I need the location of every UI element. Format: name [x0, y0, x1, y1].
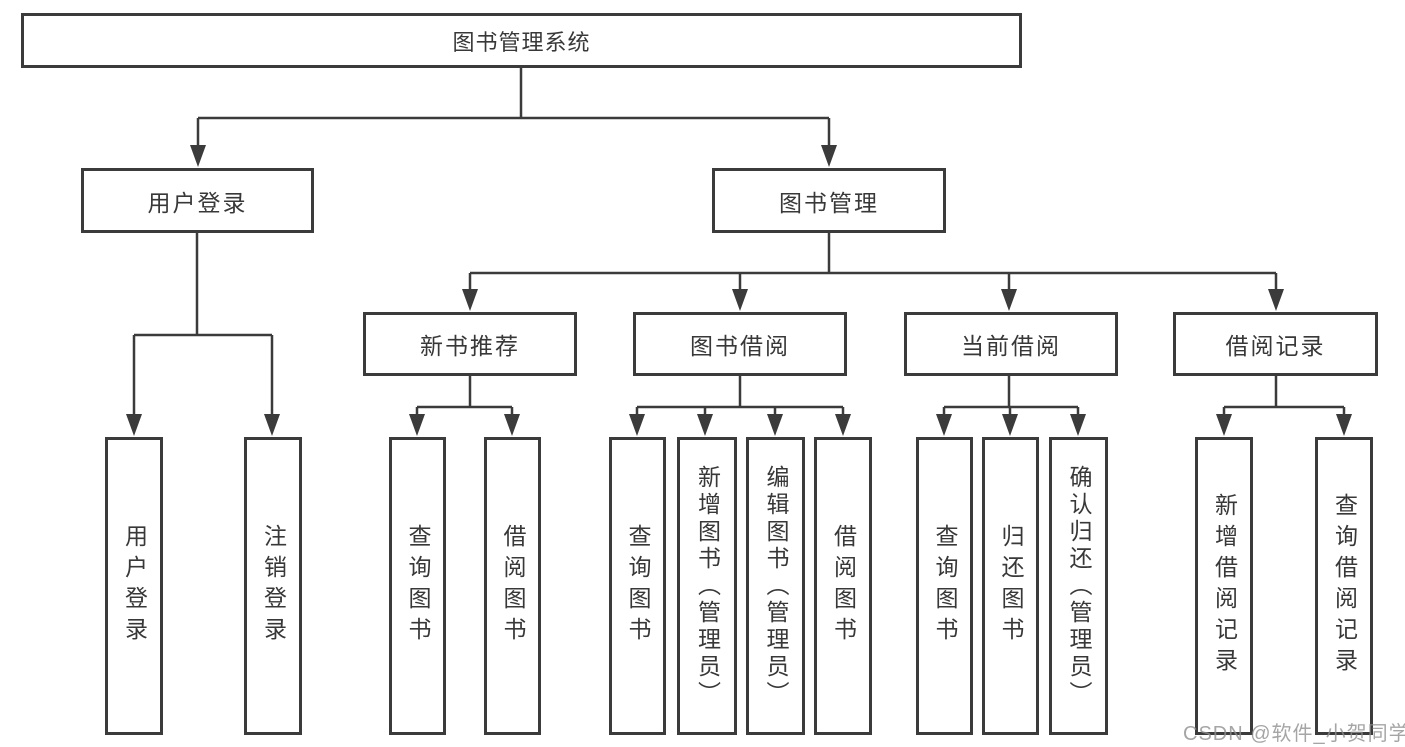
- node-borrow-records: 借阅记录: [1173, 312, 1378, 376]
- leaf-br-add-record-label: 新增借阅记录: [1211, 493, 1238, 679]
- node-new-book-recommend: 新书推荐: [363, 312, 577, 376]
- leaf-cb-query-books-label: 查询图书: [932, 524, 958, 648]
- leaf-bb-edit-books-admin: 编辑图书（管理员）: [746, 437, 805, 735]
- leaf-nbr-borrow-books: 借阅图书: [484, 437, 541, 735]
- node-book-borrow: 图书借阅: [633, 312, 847, 376]
- leaf-logout-label: 注销登录: [260, 524, 287, 648]
- leaf-cb-confirm-return-admin-label: 确认归还（管理员）: [1066, 464, 1092, 708]
- leaf-cb-confirm-return-admin: 确认归还（管理员）: [1049, 437, 1108, 735]
- node-new-book-recommend-label: 新书推荐: [420, 333, 520, 359]
- node-book-borrow-label: 图书借阅: [690, 333, 790, 359]
- node-user-login-label: 用户登录: [147, 189, 248, 216]
- leaf-nbr-query-books-label: 查询图书: [405, 524, 431, 648]
- node-book-management-label: 图书管理: [779, 189, 879, 216]
- arrowhead-icons: [126, 145, 1352, 436]
- leaf-bb-add-books-admin-label: 新增图书（管理员）: [694, 464, 721, 708]
- watermark: CSDN @软件_小贺同学: [1183, 723, 1405, 745]
- connector-path: [132, 68, 1346, 418]
- leaf-cb-query-books: 查询图书: [916, 437, 973, 735]
- leaf-br-query-record: 查询借阅记录: [1315, 437, 1373, 735]
- node-current-borrow: 当前借阅: [904, 312, 1118, 376]
- leaf-bb-query-books: 查询图书: [609, 437, 666, 735]
- leaf-cb-return-books-label: 归还图书: [998, 524, 1024, 648]
- leaf-bb-query-books-label: 查询图书: [625, 524, 651, 648]
- leaf-bb-add-books-admin: 新增图书（管理员）: [677, 437, 737, 735]
- leaf-nbr-query-books: 查询图书: [389, 437, 446, 735]
- leaf-bb-borrow-books-label: 借阅图书: [830, 524, 857, 648]
- leaf-br-query-record-label: 查询借阅记录: [1331, 493, 1358, 679]
- leaf-br-add-record: 新增借阅记录: [1195, 437, 1253, 735]
- node-borrow-records-label: 借阅记录: [1225, 333, 1326, 359]
- leaf-bb-edit-books-admin-label: 编辑图书（管理员）: [763, 464, 789, 708]
- node-root: 图书管理系统: [21, 13, 1022, 68]
- node-current-borrow-label: 当前借阅: [961, 333, 1061, 359]
- leaf-cb-return-books: 归还图书: [982, 437, 1039, 735]
- leaf-user-login: 用户登录: [105, 437, 163, 735]
- leaf-bb-borrow-books: 借阅图书: [814, 437, 872, 735]
- node-root-label: 图书管理系统: [452, 29, 591, 55]
- node-user-login: 用户登录: [81, 168, 314, 233]
- leaf-logout: 注销登录: [244, 437, 302, 735]
- leaf-nbr-borrow-books-label: 借阅图书: [500, 524, 526, 648]
- leaf-user-login-label: 用户登录: [121, 524, 148, 648]
- node-book-management: 图书管理: [712, 168, 946, 233]
